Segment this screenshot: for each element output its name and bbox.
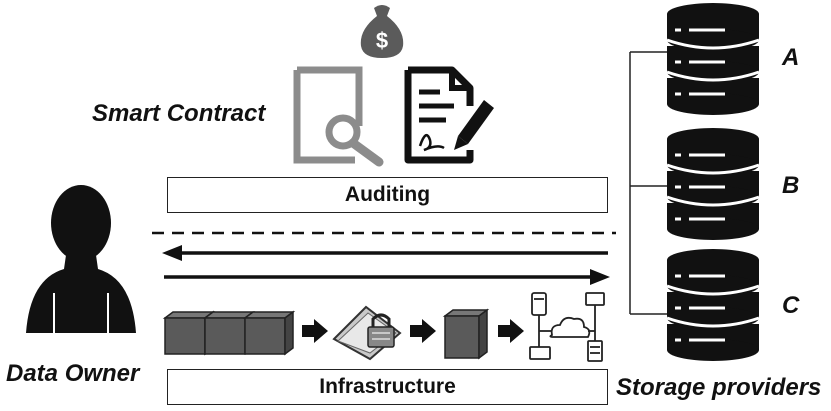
arrow-left: [162, 245, 608, 261]
provider-a-label: A: [782, 44, 800, 71]
flow-arrows: [152, 231, 616, 285]
infrastructure-box: Infrastructure: [167, 369, 608, 405]
arrow-right: [164, 269, 610, 285]
money-bag-icon: $: [360, 5, 404, 58]
storage-bracket: [629, 51, 668, 315]
data-blocks-icon: [162, 310, 296, 356]
provider-c-label: C: [782, 292, 800, 319]
auditing-box: Auditing: [167, 177, 608, 213]
cloud-network-icon: [529, 292, 605, 362]
data-owner-label: Data Owner: [6, 360, 140, 387]
encryption-lock-icon: [332, 305, 402, 361]
process-arrow-2: [410, 319, 436, 343]
svg-text:$: $: [376, 28, 388, 53]
document-search-icon: [293, 66, 384, 167]
database-icon: [666, 3, 760, 115]
database-c: [665, 248, 761, 367]
database-icon: [666, 128, 760, 240]
encrypted-block-icon: [442, 308, 490, 360]
smart-contract-label: Smart Contract: [92, 100, 266, 127]
database-a: [665, 2, 761, 121]
database-icon: [666, 249, 760, 361]
person-icon: [26, 185, 136, 333]
auditing-label: Auditing: [344, 183, 431, 206]
infrastructure-label: Infrastructure: [319, 375, 456, 398]
database-b: [665, 127, 761, 246]
process-arrow-3: [498, 319, 524, 343]
contract-sign-icon: [404, 66, 494, 164]
storage-providers-label: Storage providers: [616, 374, 822, 401]
process-arrow-1: [302, 319, 328, 343]
provider-b-label: B: [782, 172, 800, 199]
